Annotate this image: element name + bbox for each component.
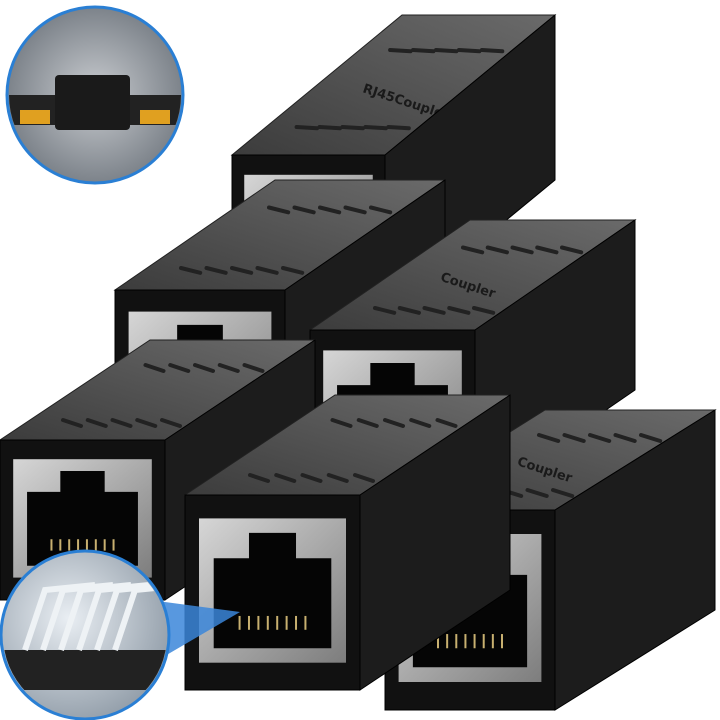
cable-plug-left — [20, 110, 50, 124]
grip-ridge — [373, 306, 397, 315]
grip-ridge — [274, 473, 297, 483]
rj45-port — [27, 471, 138, 566]
grip-ridge — [85, 418, 108, 428]
grip-ridge — [369, 205, 393, 215]
grip-ridge — [560, 245, 584, 255]
grip-ridge — [639, 433, 663, 443]
grip-ridge — [160, 418, 182, 428]
grip-ridge — [242, 363, 265, 373]
grip-ridge — [388, 48, 413, 54]
grip-ridge — [409, 418, 432, 428]
grip-ridge — [217, 363, 240, 373]
grip-ridge — [330, 418, 353, 428]
coupler-in-use-icon — [55, 75, 130, 130]
grip-ridge — [537, 433, 561, 443]
grip-ridge — [300, 473, 323, 483]
grip-ridge — [535, 245, 559, 255]
grip-ridge — [343, 205, 367, 215]
grip-ridge — [193, 363, 215, 373]
grip-ridge — [179, 266, 203, 275]
grip-ridge — [318, 205, 342, 215]
grip-ridge — [588, 433, 612, 443]
grip-ridge — [386, 125, 411, 131]
grip-ridge — [110, 418, 133, 428]
grip-ridge — [397, 306, 421, 315]
grip-ridge — [551, 488, 575, 498]
grip-ridge — [230, 266, 254, 275]
grip-ridge — [510, 245, 534, 255]
grip-ridge — [383, 418, 405, 428]
grip-ridge — [363, 125, 388, 131]
grip-ridge — [485, 245, 509, 255]
grip-ridge — [135, 418, 158, 428]
grip-ridge — [447, 306, 471, 315]
grip-ridge — [326, 473, 349, 483]
rj45-port — [213, 532, 332, 649]
grip-ridge — [294, 125, 319, 131]
grip-ridge — [248, 473, 270, 483]
cable-connected-inset — [5, 5, 185, 185]
grip-ridge — [168, 363, 191, 373]
contact-pins-icon — [3, 582, 167, 690]
grip-ridge — [411, 48, 436, 54]
grip-ridge — [613, 433, 637, 443]
grip-ridge — [434, 48, 459, 54]
grip-ridge — [422, 306, 446, 315]
rj45-coupler — [183, 394, 512, 691]
cable-plug-right — [140, 110, 170, 124]
contact-pin — [112, 582, 167, 651]
grip-ridge — [204, 266, 228, 275]
inset-content — [9, 75, 181, 130]
grip-ridge — [562, 433, 586, 443]
grip-ridge — [281, 266, 305, 275]
callout-pointer — [150, 600, 240, 660]
gold-pins-inset — [0, 549, 240, 720]
grip-ridge — [435, 418, 458, 428]
grip-ridge — [456, 48, 482, 54]
grip-ridge — [353, 473, 375, 483]
pin-block — [3, 650, 167, 690]
grip-ridge — [255, 266, 279, 275]
grip-ridge — [267, 205, 291, 215]
grip-ridge — [317, 125, 342, 131]
grip-ridge — [356, 418, 379, 428]
grip-ridge — [292, 205, 316, 215]
grip-ridge — [61, 418, 83, 428]
grip-ridge — [472, 306, 496, 315]
grip-ridge — [461, 245, 485, 255]
grip-ridge — [143, 363, 166, 373]
grip-ridge — [525, 488, 549, 498]
grip-ridge — [340, 125, 365, 131]
grip-ridge — [479, 48, 505, 54]
